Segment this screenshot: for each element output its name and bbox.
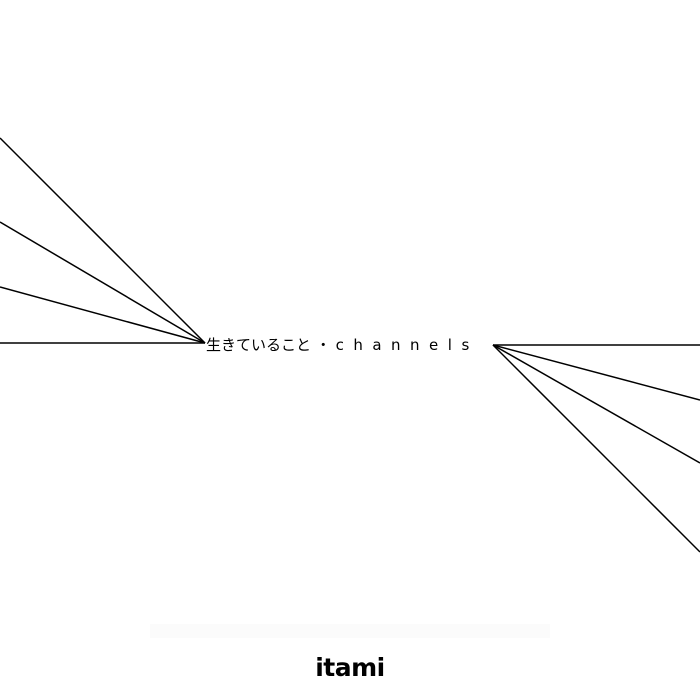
left-fan-line <box>0 221 206 344</box>
title-english: channels <box>335 336 479 354</box>
title-separator: ・ <box>315 336 331 354</box>
right-fan-line <box>492 344 700 553</box>
album-title: 生きていること ・ channels <box>206 334 479 355</box>
title-japanese: 生きていること <box>206 336 312 354</box>
left-fan-line <box>0 137 206 344</box>
right-fan-line <box>492 344 700 464</box>
artist-logo: itami <box>315 653 385 682</box>
faint-band <box>150 624 550 638</box>
right-fan-line <box>492 344 700 401</box>
left-fan-line <box>0 286 206 344</box>
